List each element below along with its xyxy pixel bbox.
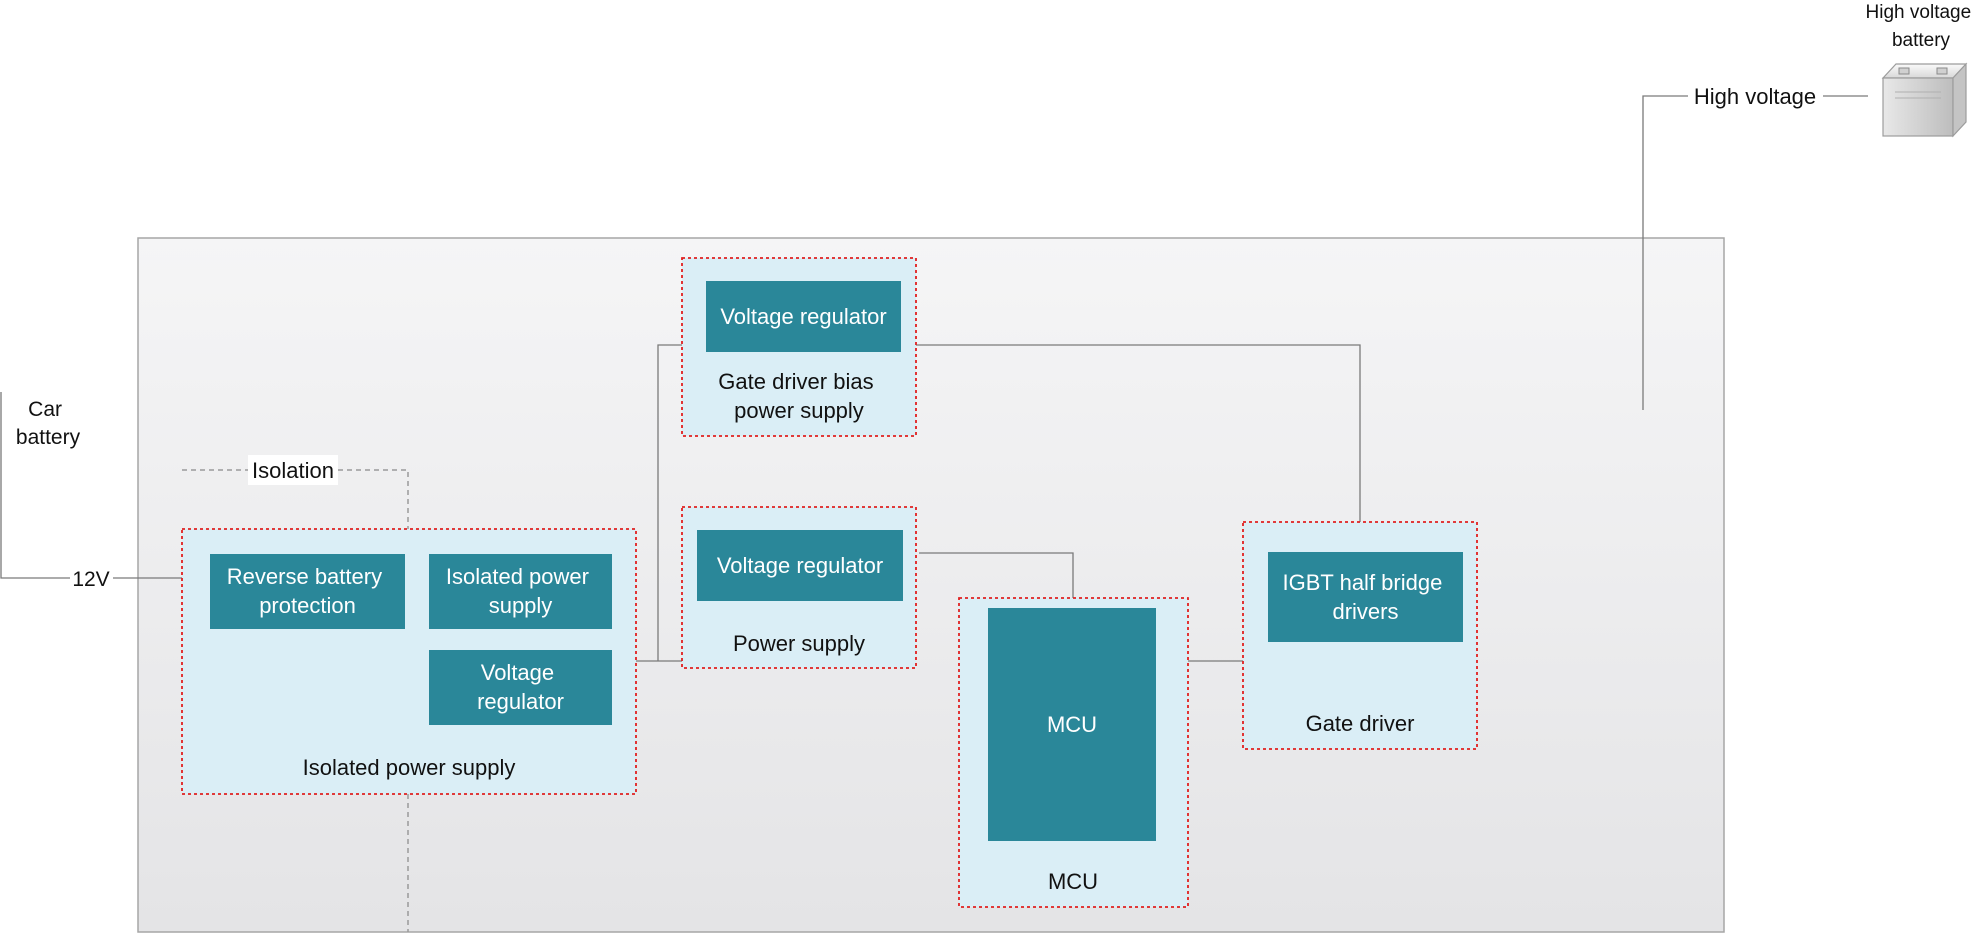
external-wiring	[0, 95, 1868, 579]
block-reverse-battery-protection-label: Reverse battery protection	[227, 564, 388, 618]
group-mcu: MCU MCU	[958, 597, 1189, 908]
block-igbt-half-bridge-drivers[interactable]	[1268, 552, 1463, 642]
high-voltage-wire	[1642, 95, 1688, 410]
block-voltage-regulator[interactable]	[429, 650, 612, 725]
group-power-supply: Voltage regulator Power supply	[681, 506, 917, 669]
isolation-label-bg	[248, 455, 338, 485]
group-label: Gate driver	[1306, 711, 1415, 736]
wire-bias-to-gate-driver	[901, 344, 1361, 558]
wire-iso-to-bias-supply	[657, 344, 682, 661]
block-isolated-power-supply[interactable]	[429, 554, 612, 629]
wire-power-supply-to-mcu	[919, 552, 1074, 598]
isolation-line-top-right	[338, 469, 409, 529]
block-reverse-battery-protection[interactable]	[210, 554, 405, 629]
group-gate-driver-bias-power-supply: Voltage regulator Gate driver bias power…	[681, 257, 917, 437]
group-label: MCU	[1048, 869, 1098, 894]
isolation-barrier	[182, 455, 409, 932]
high-voltage-battery-label: High voltage battery	[1866, 2, 1977, 51]
battery-icon	[1881, 62, 1968, 138]
block-voltage-regulator[interactable]	[697, 530, 903, 601]
high-voltage-line-label: High voltage	[1694, 84, 1816, 109]
group-label: Isolated power supply	[303, 755, 516, 780]
block-voltage-regulator-label: Voltage regulator	[720, 304, 886, 329]
block-mcu[interactable]	[988, 608, 1156, 841]
car-battery-label: Car battery	[16, 398, 81, 449]
block-isolated-power-supply-label: Isolated power supply	[446, 564, 595, 618]
v12-label: 12V	[72, 568, 109, 591]
block-voltage-regulator[interactable]	[706, 281, 901, 352]
block-mcu-label: MCU	[1047, 712, 1097, 737]
block-voltage-regulator-label: Voltage regulator	[717, 553, 883, 578]
block-igbt-half-bridge-drivers-label: IGBT half bridge drivers	[1283, 570, 1449, 624]
isolation-label: Isolation	[252, 458, 334, 483]
group-label: Gate driver bias power supply	[718, 369, 879, 423]
group-gate-driver: IGBT half bridge drivers Gate driver	[1242, 521, 1478, 750]
internal-wiring	[636, 344, 1361, 662]
car-battery-wire	[0, 392, 70, 579]
block-voltage-regulator-label: Voltage regulator	[477, 660, 564, 714]
group-isolated-power-supply: Reverse battery protection Isolated powe…	[181, 528, 637, 795]
group-label: Power supply	[733, 631, 865, 656]
